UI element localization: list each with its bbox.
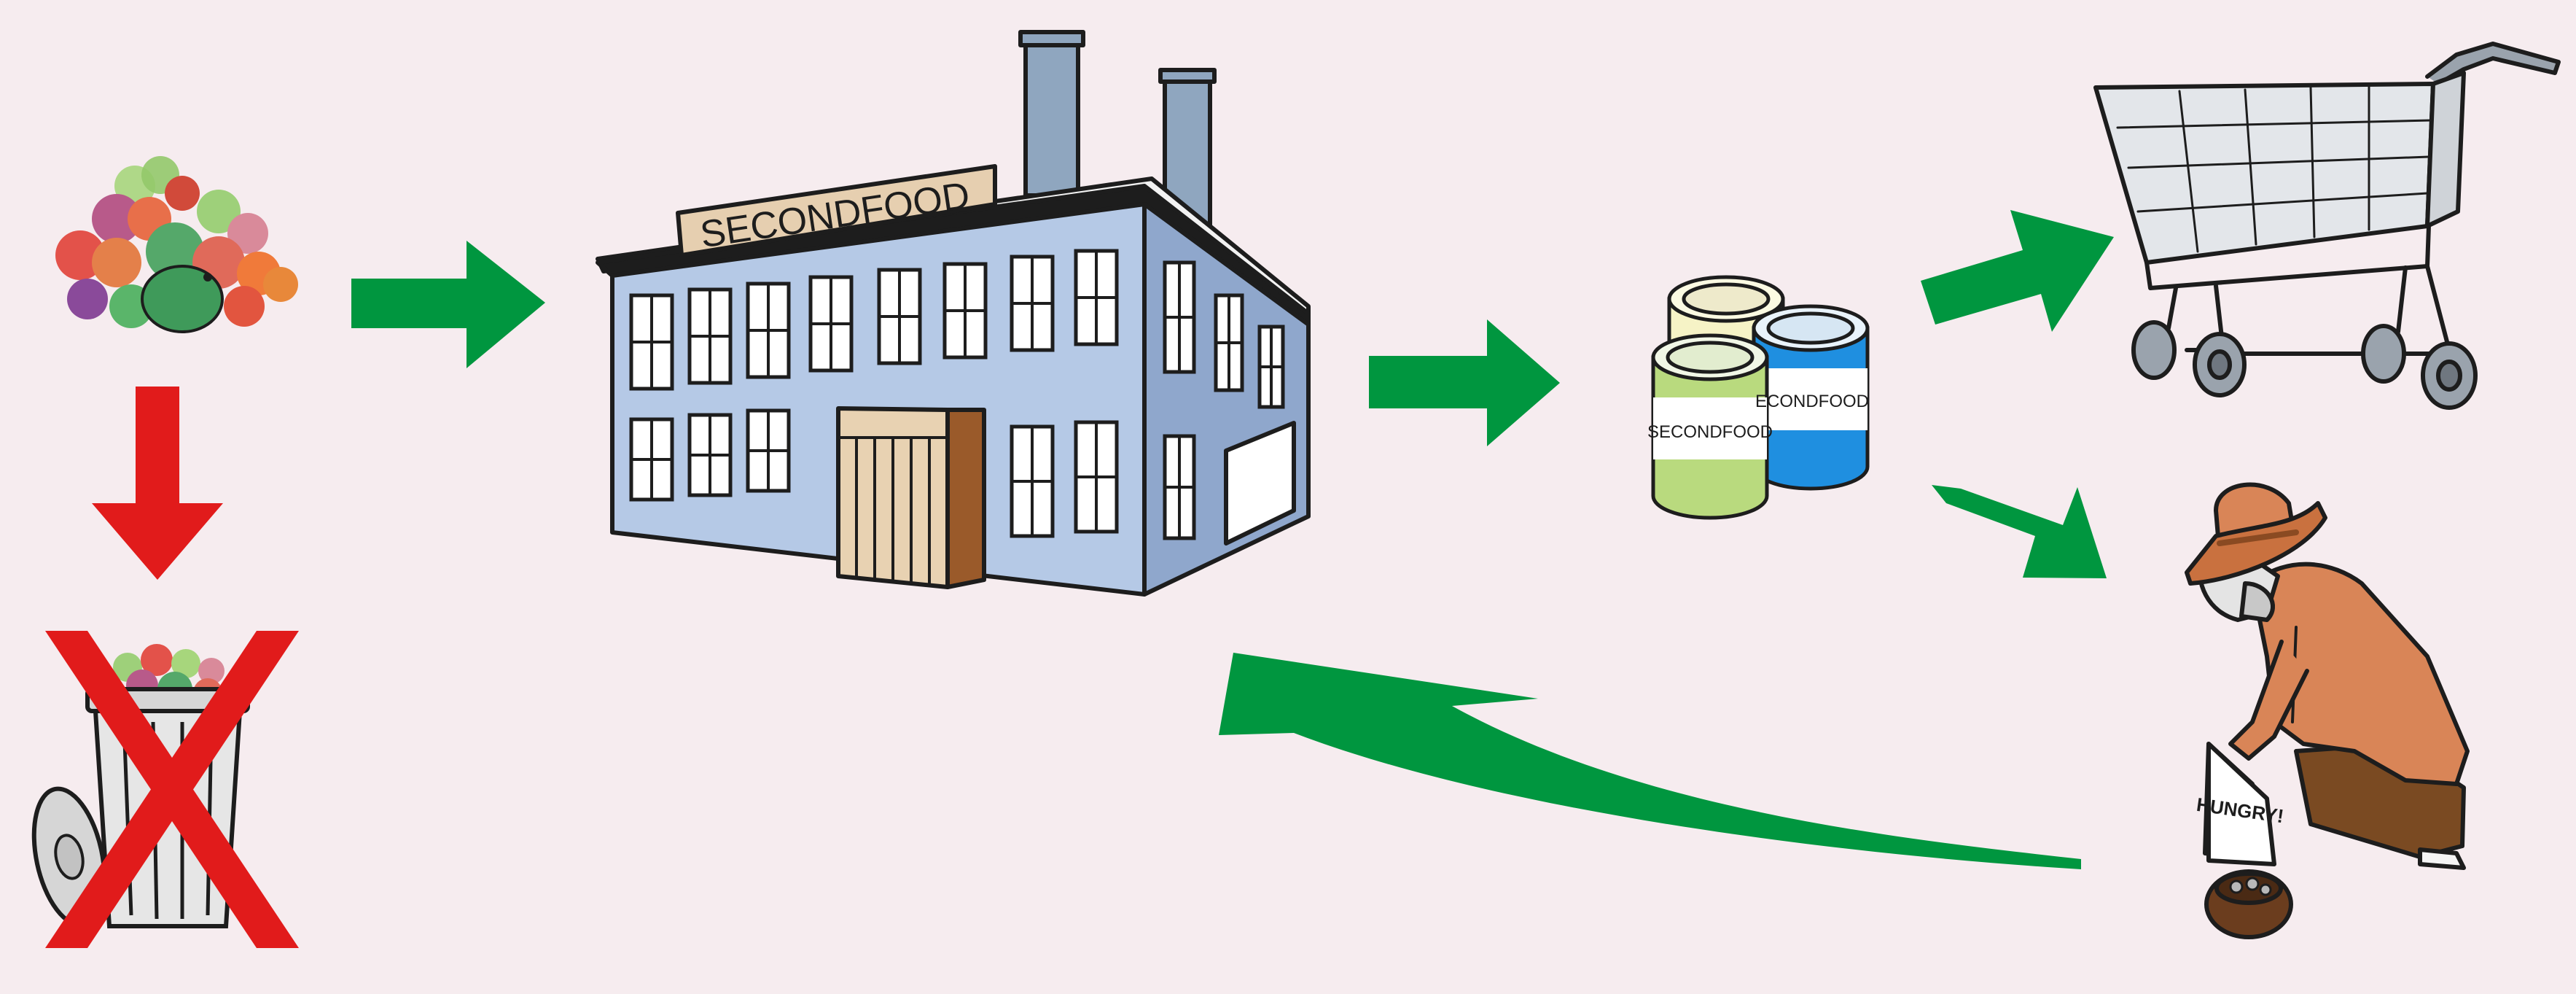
factory-windows [629,249,1285,540]
waste-down-arrow [92,387,223,580]
return-arrow-to-factory [1219,653,2081,869]
trash-can-icon [31,644,250,928]
flow-arrow-to-cart [1921,210,2114,332]
canned-food-icon [1651,275,1870,520]
hungry-person-icon [2185,482,2470,939]
cross-icon [45,631,299,948]
flow-arrow-to-cans [1369,319,1560,446]
flow-arrow-to-person [1932,485,2107,578]
can-blue-label: ECONDFOOD [1755,392,1869,411]
fresh-produce-icon [55,156,298,333]
can-green-label: SECONDFOOD [1647,422,1773,442]
shopping-cart-icon [2093,42,2561,410]
flow-arrow-to-factory [351,241,545,368]
